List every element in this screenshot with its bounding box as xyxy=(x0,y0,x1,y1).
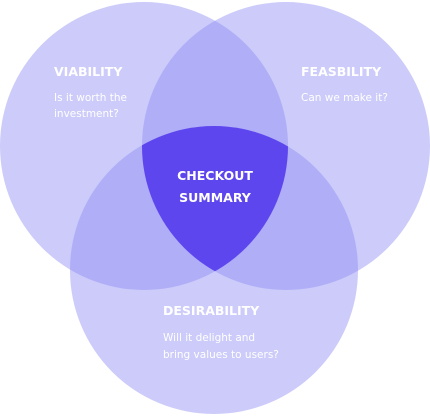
center-label-line1: CHECKOUT xyxy=(177,168,253,183)
desirability-desc-line2: bring values to users? xyxy=(163,349,279,361)
viability-desc-line1: Is it worth the xyxy=(54,92,127,104)
center-label-line2: SUMMARY xyxy=(179,190,252,205)
viability-desc-line2: investment? xyxy=(54,108,119,120)
desirability-title: DESIRABILITY xyxy=(163,303,260,318)
feasibility-title: FEASBILITY xyxy=(301,64,382,79)
viability-title: VIABILITY xyxy=(54,64,123,79)
desirability-desc-line1: Will it delight and xyxy=(163,332,255,344)
feasibility-desc-line1: Can we make it? xyxy=(301,92,388,104)
